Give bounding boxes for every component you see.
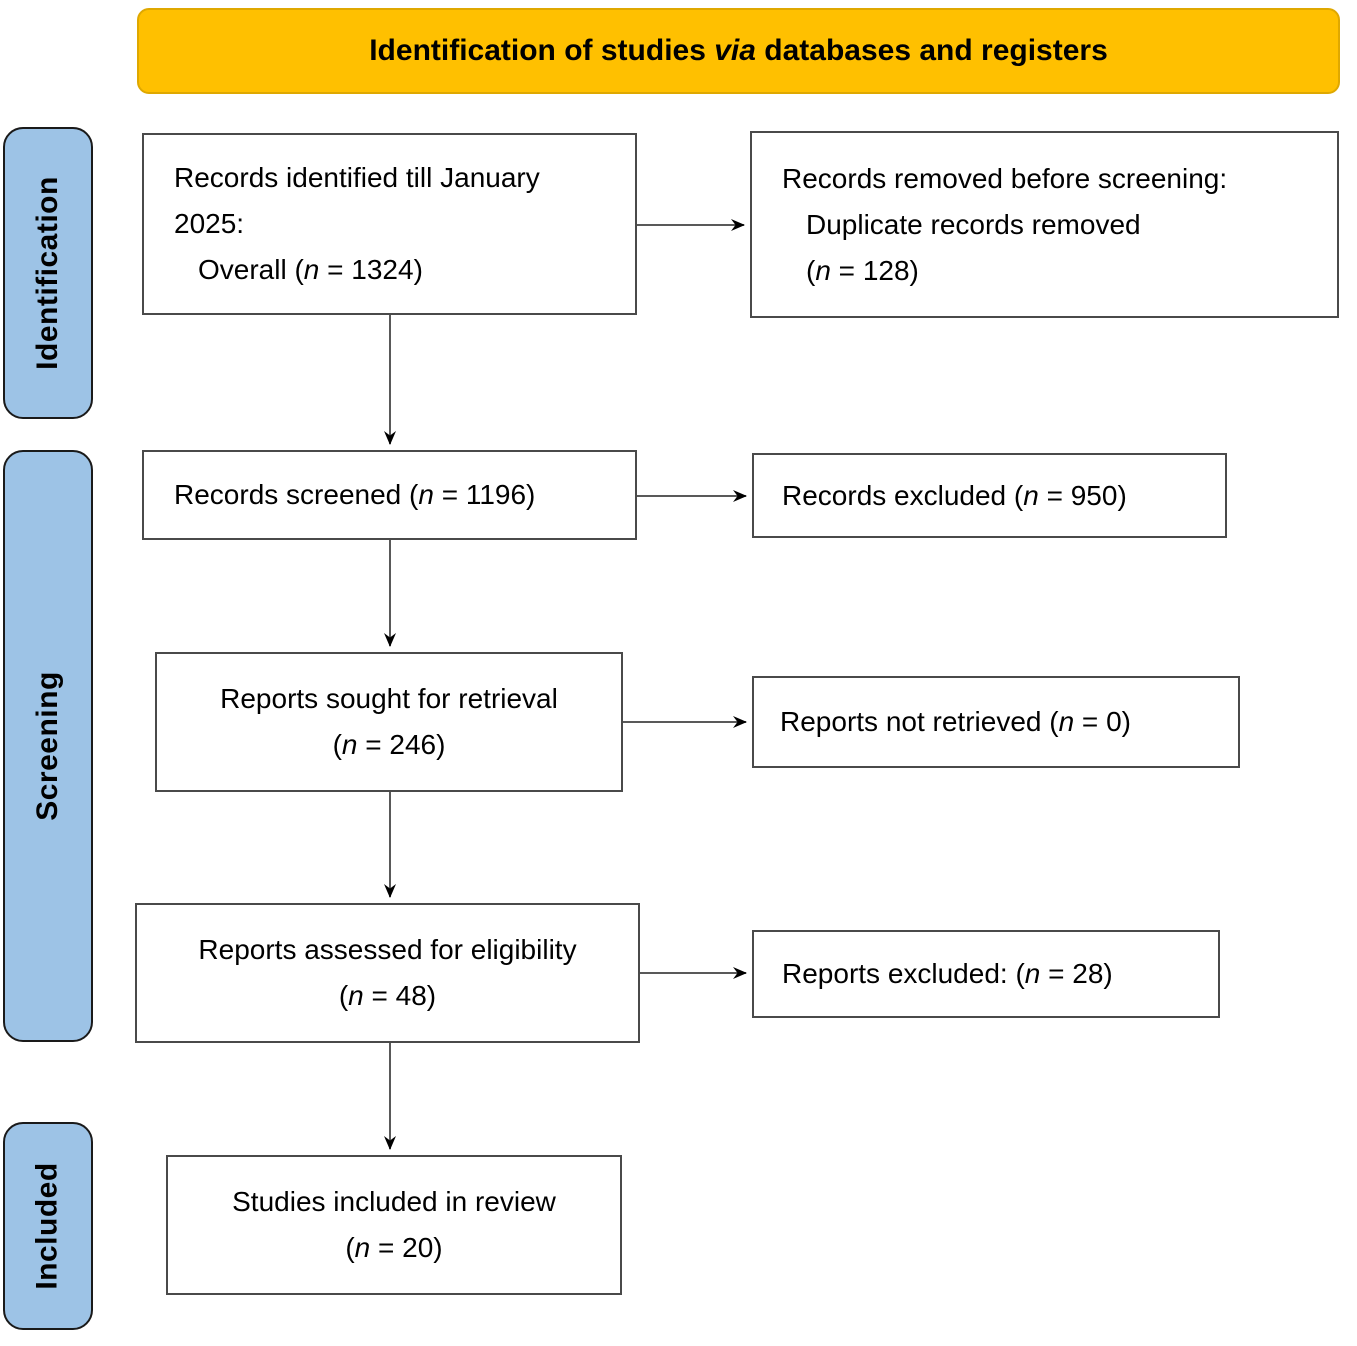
phase-label-included-text: Included: [31, 1162, 64, 1290]
box-text-line: Records excluded (n = 950): [782, 473, 1225, 519]
box-text-line: Reports assessed for eligibility: [137, 927, 638, 973]
box-text-line: 2025:: [174, 201, 629, 247]
records-excluded-n: n: [1023, 479, 1039, 511]
records-removed-line1: Records removed before screening:: [782, 162, 1228, 194]
studies-included-count-pre: (: [345, 1232, 355, 1263]
reports-assessed-line1: Reports assessed for eligibility: [198, 934, 577, 965]
reports-assessed-n: n: [348, 980, 364, 1011]
diagram-title-banner: Identification of studies via databases …: [137, 8, 1340, 94]
box-reports-excluded: Reports excluded: (n = 28): [752, 930, 1220, 1018]
box-records-screened: Records screened (n = 1196): [142, 450, 637, 540]
records-screened-post: = 1196): [433, 479, 536, 510]
box-reports-sought: Reports sought for retrieval (n = 246): [155, 652, 623, 792]
box-text-line: Records screened (n = 1196): [174, 472, 635, 518]
reports-sought-line1: Reports sought for retrieval: [220, 683, 558, 714]
reports-assessed-count-pre: (: [338, 980, 349, 1011]
reports-sought-n: n: [341, 729, 358, 760]
reports-sought-count-pre: (: [332, 729, 342, 760]
diagram-title-italic-via: via: [714, 34, 756, 67]
records-removed-count-pre: (: [806, 254, 816, 286]
reports-not-retrieved-n: n: [1058, 706, 1075, 737]
diagram-title: Identification of studies via databases …: [369, 34, 1108, 68]
records-excluded-pre: Records excluded (: [782, 479, 1024, 511]
box-text-line: Records removed before screening:: [782, 156, 1331, 202]
diagram-title-pre: Identification of studies: [369, 34, 715, 67]
box-text-line: (n = 246): [157, 722, 621, 768]
diagram-title-post: databases and registers: [755, 34, 1108, 67]
records-identified-overall-post: = 1324): [319, 254, 423, 285]
records-identified-overall-pre: Overall (: [198, 254, 304, 285]
phase-label-identification: Identification: [3, 127, 93, 419]
records-removed-n: n: [815, 254, 831, 286]
box-text-line: Duplicate records removed: [782, 202, 1331, 248]
box-records-identified: Records identified till January 2025: Ov…: [142, 133, 637, 315]
records-identified-line2: 2025:: [174, 208, 245, 239]
phase-label-included: Included: [3, 1122, 93, 1330]
box-text-line: Reports not retrieved (n = 0): [780, 699, 1238, 745]
box-records-excluded: Records excluded (n = 950): [752, 453, 1227, 538]
box-text-line: Records identified till January: [174, 155, 629, 201]
phase-label-screening-text: Screening: [31, 671, 64, 821]
box-studies-included: Studies included in review (n = 20): [166, 1155, 622, 1295]
box-text-line: Studies included in review: [168, 1179, 620, 1225]
studies-included-line1: Studies included in review: [232, 1186, 556, 1217]
box-text-line: Reports sought for retrieval: [157, 676, 621, 722]
studies-included-n: n: [354, 1232, 371, 1263]
box-text-line: Reports excluded: (n = 28): [782, 951, 1218, 997]
reports-sought-count-post: = 246): [357, 729, 446, 760]
box-text-line: (n = 128): [782, 248, 1331, 294]
box-reports-assessed: Reports assessed for eligibility (n = 48…: [135, 903, 640, 1043]
records-excluded-post: = 950): [1038, 479, 1127, 511]
phase-label-screening: Screening: [3, 450, 93, 1042]
records-removed-line2: Duplicate records removed: [806, 208, 1141, 240]
box-records-removed: Records removed before screening: Duplic…: [750, 131, 1339, 318]
records-identified-line1: Records identified till January: [174, 162, 540, 193]
reports-excluded-post: = 28): [1040, 958, 1113, 989]
records-removed-count-post: = 128): [830, 254, 919, 286]
reports-excluded-n: n: [1024, 958, 1041, 989]
records-identified-n: n: [303, 254, 320, 285]
studies-included-count-post: = 20): [370, 1232, 443, 1263]
reports-not-retrieved-pre: Reports not retrieved (: [780, 706, 1059, 737]
box-reports-not-retrieved: Reports not retrieved (n = 0): [752, 676, 1240, 768]
reports-assessed-count-post: = 48): [363, 980, 437, 1011]
phase-label-identification-text: Identification: [31, 176, 65, 370]
records-screened-n: n: [418, 479, 434, 510]
box-text-line: (n = 48): [137, 973, 638, 1019]
reports-excluded-pre: Reports excluded: (: [782, 958, 1025, 989]
records-screened-pre: Records screened (: [174, 479, 419, 510]
reports-not-retrieved-post: = 0): [1074, 706, 1131, 737]
box-text-line: Overall (n = 1324): [174, 247, 629, 293]
box-text-line: (n = 20): [168, 1225, 620, 1271]
